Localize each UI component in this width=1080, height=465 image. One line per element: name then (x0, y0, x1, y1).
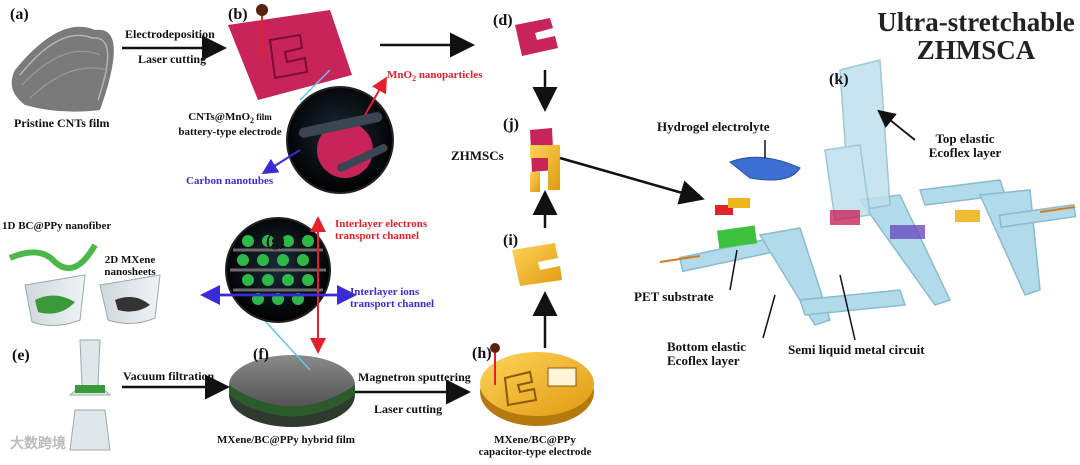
title-line2: ZHMSCA (916, 35, 1036, 66)
panel-label-g: (g) (266, 233, 285, 250)
label-semi-liquid-metal: Semi liquid metal circuit (788, 342, 925, 357)
panel-label-i: (i) (503, 232, 519, 249)
nanoparticle-zoom-circle (261, 69, 394, 194)
arrow-j-to-k (559, 156, 705, 205)
label-zhmscs: ZHMSCs (451, 148, 504, 163)
label-mno2-nanoparticles: MnO2 nanoparticles (387, 69, 483, 84)
cnt-film-illustration (11, 26, 114, 112)
label-ion-channel: Interlayer ions transport channel (350, 286, 435, 311)
materials-illustration (8, 243, 161, 451)
zhmsc-assembly-shape (530, 128, 560, 192)
panel-label-c: (c) (336, 92, 354, 109)
label-cnts-mno2: CNTs@MnO2 film battery-type electrode (178, 111, 282, 138)
label-laser-cutting-bottom: Laser cutting (374, 402, 443, 416)
label-mxene-nanosheets: 2D MXene nanosheets (104, 254, 156, 279)
watermark: 大数跨境 (10, 436, 66, 452)
label-carbon-nanotubes: Carbon nanotubes (186, 175, 274, 187)
label-laser-cutting-top: Laser cutting (138, 52, 207, 66)
panel-label-a: (a) (10, 6, 29, 23)
mno2-electrode-shape (515, 18, 558, 56)
label-top-ecoflex: Top elastic Ecoflex layer (928, 131, 1002, 161)
label-pet-substrate: PET substrate (634, 289, 714, 304)
mno2-film-illustration (228, 4, 352, 100)
panel-label-b: (b) (228, 6, 248, 23)
label-pristine-cnts: Pristine CNTs film (14, 116, 110, 130)
title-line1: Ultra-stretchable (877, 7, 1075, 37)
gold-disk-illustration (480, 343, 594, 426)
label-electrodeposition: Electrodeposition (125, 27, 215, 41)
label-electron-channel: Interlayer electrons transport channel (335, 218, 428, 243)
figure-title: Ultra-stretchable ZHMSCA (876, 8, 1076, 65)
panel-label-h: (h) (472, 345, 492, 362)
panel-label-d: (d) (493, 12, 513, 29)
panel-label-f: (f) (253, 346, 269, 363)
stretchable-device-illustration (659, 59, 1077, 341)
layered-structure-circle (200, 216, 357, 371)
panel-label-k: (k) (829, 71, 849, 88)
label-bc-ppy-nanofiber: 1D BC@PPy nanofiber (2, 220, 112, 232)
label-magnetron-sputtering: Magnetron sputtering (358, 370, 471, 384)
panel-label-e: (e) (12, 347, 30, 364)
label-capacitor-electrode: MXene/BC@PPy capacitor-type electrode (478, 434, 592, 459)
label-vacuum-filtration: Vacuum filtration (123, 369, 215, 383)
label-hybrid-film: MXene/BC@PPy hybrid film (217, 434, 355, 446)
hybrid-film-disk (229, 355, 355, 427)
gold-electrode-shape (512, 243, 562, 286)
label-hydrogel-electrolyte: Hydrogel electrolyte (657, 119, 770, 134)
label-bottom-ecoflex: Bottom elastic Ecoflex layer (667, 339, 747, 369)
panel-label-j: (j) (503, 116, 519, 133)
